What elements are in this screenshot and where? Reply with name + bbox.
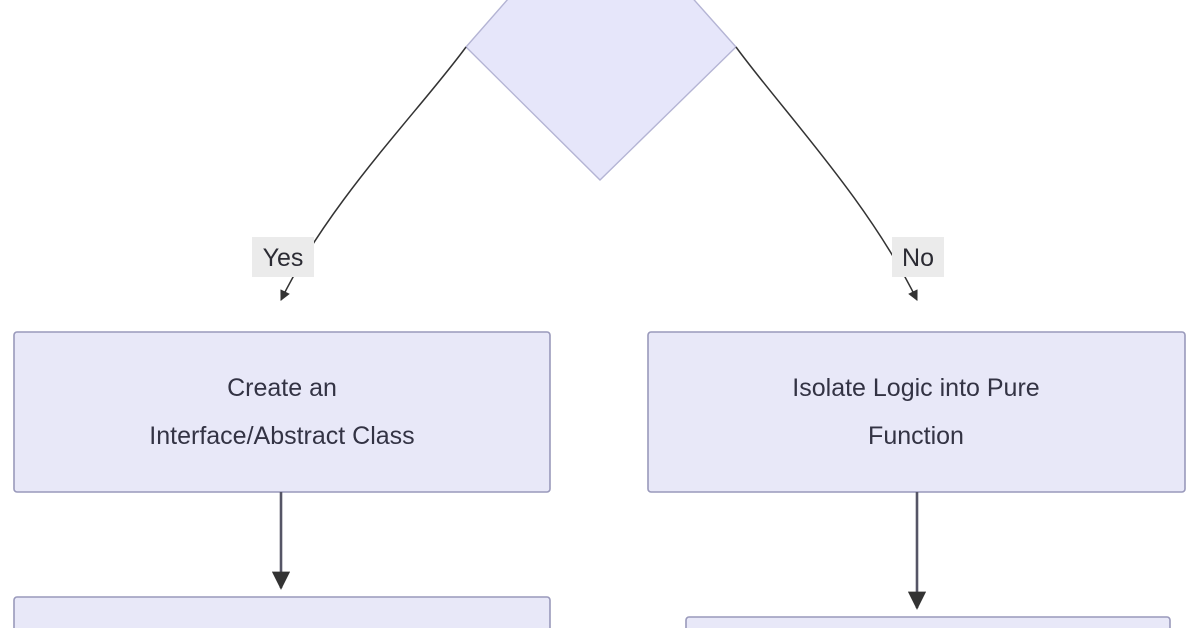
right-next-node-shape xyxy=(685,616,1171,628)
create-interface-node[interactable]: Create an Interface/Abstract Class xyxy=(13,331,551,493)
isolate-logic-node-line-2: Function xyxy=(868,422,964,450)
isolate-logic-node[interactable]: Isolate Logic into Pure Function xyxy=(647,331,1186,493)
isolate-logic-node-shape xyxy=(647,331,1186,493)
no-label: No xyxy=(892,237,944,277)
yes-label-text: Yes xyxy=(263,244,304,272)
yes-label-background xyxy=(252,237,314,277)
edge-decision-no xyxy=(735,46,918,301)
create-interface-node-shape xyxy=(13,331,551,493)
edge-decision-no-line xyxy=(735,46,918,301)
yes-label: Yes xyxy=(252,237,314,277)
no-label-background xyxy=(892,237,944,277)
decision-node[interactable] xyxy=(465,0,737,181)
decision-diamond-shape xyxy=(465,0,737,181)
no-label-text: No xyxy=(902,244,934,272)
isolate-logic-node-line-1: Isolate Logic into Pure xyxy=(792,374,1039,402)
left-next-node-shape xyxy=(13,596,551,628)
create-interface-node-line-1: Create an xyxy=(227,374,337,402)
right-next-node[interactable] xyxy=(685,616,1171,628)
left-next-node[interactable] xyxy=(13,596,551,628)
create-interface-node-line-2: Interface/Abstract Class xyxy=(149,422,414,450)
